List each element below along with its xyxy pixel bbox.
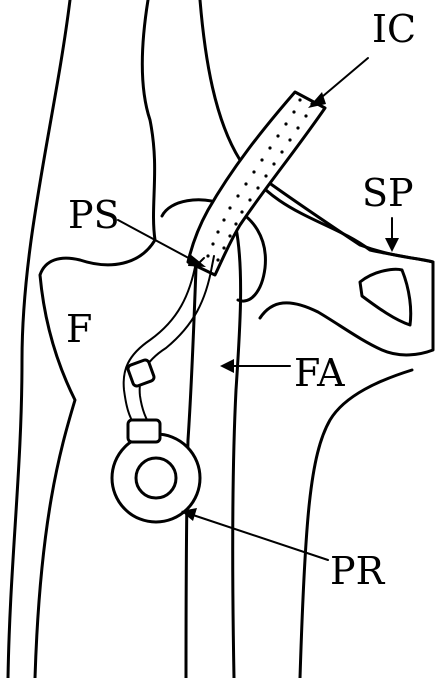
label-f: F [66,307,92,351]
tubing-left [124,262,196,428]
pelvis-lower-edge [300,370,412,678]
label-fa: FA [294,351,345,395]
pubic-ramus-opening [360,269,411,325]
port-tubing [124,256,214,428]
tubing-right [140,266,212,428]
label-ps: PS [68,193,120,237]
label-sp: SP [362,171,414,215]
tubing-connector [127,359,155,387]
femur-left-edge [8,0,70,678]
fa-arrow-head [220,359,234,373]
ic-arrow-line [316,58,368,102]
ps-arrow-line [118,220,196,262]
femoral-artery-right-wall [233,228,241,678]
sp-arrow-head [385,238,399,252]
catheter-body [188,92,325,275]
label-pr: PR [330,549,386,593]
label-ic: IC [372,7,416,51]
catheter-tube [188,92,325,275]
femoral-artery [186,228,241,678]
reservoir-inner [136,458,176,498]
port-reservoir [112,420,200,522]
reservoir-neck [128,420,160,442]
